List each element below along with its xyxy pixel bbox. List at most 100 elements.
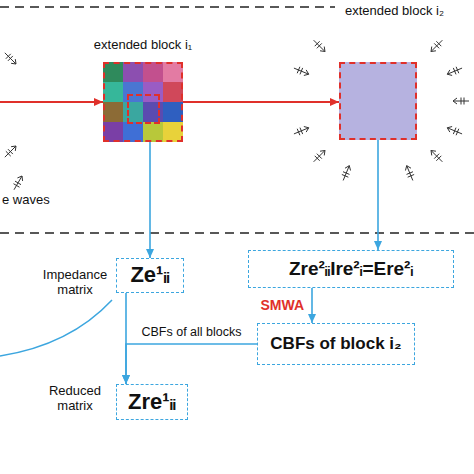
wave-tick [13, 184, 19, 188]
wave-head [453, 101, 457, 104]
wave-propagation-arrow [183, 101, 339, 103]
wave-head [17, 176, 22, 178]
wave-head [11, 146, 16, 148]
wave-head [431, 150, 433, 155]
basis-cell [123, 122, 143, 142]
matrix-box: Ze¹ᵢᵢ [116, 258, 184, 293]
wave-shaft [431, 150, 442, 161]
wave-tick [408, 174, 414, 177]
wave-head [345, 166, 349, 169]
extended-block: extended block i₁ [103, 62, 183, 142]
wave-head [431, 150, 436, 152]
wave-head [431, 50, 436, 52]
wave-head [453, 98, 457, 101]
wave-head [306, 70, 309, 74]
basis-cell [163, 102, 183, 122]
wave-shaft [294, 128, 309, 134]
wave-tick [6, 54, 11, 59]
wave-tick [317, 154, 322, 159]
wave-tick [453, 68, 456, 74]
wave-head [320, 50, 325, 52]
wave-tick [315, 41, 320, 46]
wave-head [447, 128, 450, 132]
block-heading: extended block i₂ [345, 4, 444, 18]
wave-head [304, 127, 309, 128]
wave-shaft [5, 146, 16, 157]
wave-head [407, 166, 411, 169]
wave-head [11, 63, 16, 65]
wave-tick [300, 68, 303, 74]
separator-line [0, 6, 335, 8]
incident-wave-arrow [0, 101, 103, 103]
basis-cell [143, 82, 163, 102]
basis-cell [103, 102, 123, 122]
wave-shaft [407, 166, 413, 181]
matrix-box: CBFs of block i₂ [257, 323, 415, 365]
annotation-label: Impedance matrix [40, 268, 110, 298]
wave-head [22, 176, 24, 181]
wave-tick [436, 156, 441, 161]
extended-block: extended block i₂ [339, 62, 417, 140]
wave-tick [6, 151, 11, 156]
wave-head [306, 128, 309, 132]
wave-head [447, 74, 452, 75]
basis-cell [163, 122, 183, 142]
matrix-label: CBFs of block i₂ [270, 335, 401, 354]
edge-label: CBFs of all blocks [139, 326, 243, 340]
wave-tick [456, 67, 459, 73]
basis-cell [143, 102, 163, 122]
basis-cell [123, 102, 143, 122]
annotation-label: e waves [2, 193, 50, 208]
block-outline [339, 62, 417, 140]
wave-tick [461, 98, 462, 105]
wave-shaft [294, 68, 309, 74]
matrix-label: Zre²ᵢᵢIre²ᵢ=Ere²ᵢ [289, 259, 413, 280]
wave-shaft [431, 40, 442, 51]
wave-tick [343, 172, 349, 175]
annotation-label: Reduced matrix [40, 384, 110, 414]
flow-arrow [126, 344, 257, 384]
basis-cell [103, 82, 123, 102]
wave-tick [407, 172, 413, 175]
wave-tick [434, 43, 439, 48]
flow-arrow [149, 142, 151, 258]
wave-tick [297, 129, 300, 135]
wave-tick [300, 128, 303, 134]
basis-cell [103, 122, 123, 142]
wave-head [15, 59, 17, 64]
wave-head [304, 74, 309, 75]
separator-line [0, 232, 474, 234]
basis-cell [143, 62, 163, 82]
wave-tick [315, 156, 320, 161]
wave-head [324, 150, 326, 155]
wave-tick [436, 41, 441, 46]
wave-tick [434, 154, 439, 159]
wave-tick [464, 98, 465, 105]
wave-shaft [447, 128, 462, 134]
matrix-box: Zre²ᵢᵢIre²ᵢ=Ere²ᵢ [248, 250, 454, 288]
basis-cell [143, 122, 163, 142]
edge-label: SMWA [258, 298, 306, 313]
wave-shaft [314, 40, 325, 51]
basis-cell [163, 82, 183, 102]
wave-tick [342, 174, 348, 177]
wave-shaft [314, 150, 325, 161]
matrix-box: Zre¹ᵢᵢ [116, 384, 188, 420]
wave-tick [8, 149, 13, 154]
wave-head [431, 47, 433, 52]
wave-head [324, 47, 326, 52]
wave-shaft [5, 53, 16, 64]
sub-block-outline [127, 94, 160, 124]
matrix-label: Ze¹ᵢᵢ [130, 263, 169, 287]
wave-tick [456, 129, 459, 135]
flow-curve [0, 300, 112, 356]
flow-arrow [377, 140, 379, 250]
wave-shaft [14, 176, 22, 190]
wave-head [15, 146, 17, 151]
basis-cell [123, 62, 143, 82]
wave-head [447, 127, 452, 128]
wave-tick [297, 67, 300, 73]
wave-head [447, 70, 450, 74]
plane-wave-arrows [5, 40, 469, 190]
